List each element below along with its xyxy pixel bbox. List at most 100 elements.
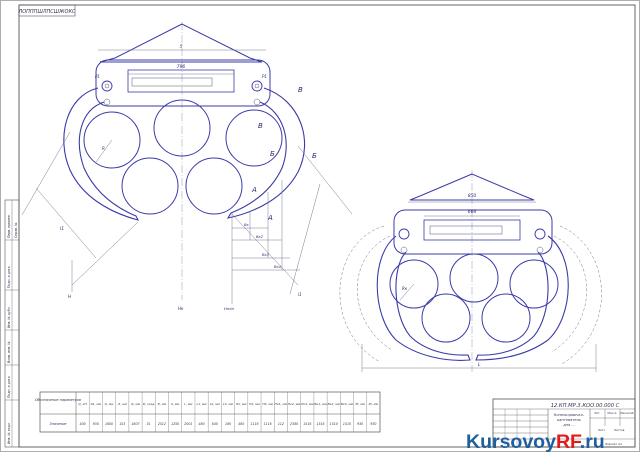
view1-dim-b3: Bк3 xyxy=(262,253,270,257)
table-header-cell: l1, мм xyxy=(118,402,128,406)
view1-dim-l1: l1 xyxy=(60,226,64,232)
view1-log-2 xyxy=(153,99,211,157)
title-block-sheets: Листов xyxy=(614,428,625,432)
view2-log-4 xyxy=(421,293,471,343)
strip-label-2: Справ. № xyxy=(14,222,18,238)
table-header-cell: Pt, мм xyxy=(369,402,379,406)
table-value-cell: 930 xyxy=(357,422,363,426)
table-header-cell: Q, мм xyxy=(105,402,115,406)
table-value-cell: 1600 xyxy=(105,422,113,426)
table-value-cell: 1250 xyxy=(171,422,179,426)
view2-swing-right-outer xyxy=(559,225,602,365)
table-value-cell: 930 xyxy=(370,422,376,426)
view2-swing-right-inner xyxy=(551,235,587,353)
view2-log-1 xyxy=(389,259,439,309)
strip-label-5: Взам. инв. № xyxy=(7,341,11,363)
view1-dim-l1b: l1 xyxy=(298,292,302,297)
view2-log-5 xyxy=(481,293,531,343)
title-line-2: кантователь xyxy=(557,418,581,422)
table-header-cell: L1, мм xyxy=(197,402,208,406)
view1-dim-b4: Bк4 xyxy=(274,265,282,269)
table-value-cell: 112 xyxy=(278,422,284,426)
view1-dim-radius: R xyxy=(102,146,105,151)
view2-cylinder-body xyxy=(429,225,503,235)
watermark-suffix: .ru xyxy=(580,431,605,452)
table-header-cell: Q, кН xyxy=(78,402,87,406)
table-header-cell: Pt, мм xyxy=(355,402,365,406)
title-line-1: Копеокорвичко- xyxy=(554,413,585,417)
table-row-label-1: Обозначение параметров xyxy=(35,398,81,402)
view2-cylinder-inner xyxy=(423,219,521,241)
table-header-cell: l2, мм xyxy=(131,402,141,406)
view1-diag-dim-right xyxy=(289,183,321,295)
table-header-cell: L, мм xyxy=(184,402,193,406)
view1-section-v2: В xyxy=(298,86,303,94)
table-header-cell: S, мм xyxy=(171,402,180,406)
table-header-cell: Bк2, мм xyxy=(328,402,341,406)
view2-dim-cyl: 664 xyxy=(468,209,477,215)
table-border xyxy=(39,391,381,433)
table-value-cell: 640 xyxy=(212,422,218,426)
view1-p1-left: P1 xyxy=(95,74,100,79)
table-header-cell: Hк2, мм xyxy=(288,402,301,406)
view1-pin-right-core xyxy=(254,83,260,89)
view1-cylinder-frame xyxy=(95,59,271,107)
view1-dim-h: H xyxy=(68,294,71,299)
view2-pin-right xyxy=(534,228,546,240)
view1-diag-ext-left-1 xyxy=(21,131,71,216)
table-value-cell: 51 xyxy=(147,422,151,426)
table-value-cell: 480 xyxy=(199,422,205,426)
table-value-cell: 1116 xyxy=(250,422,258,426)
table-header-cell: Hк3, мм xyxy=(301,402,314,406)
view-2: 850 664 Rк L xyxy=(339,170,602,372)
view1-section-a2: А xyxy=(267,214,273,222)
svg-text:KursovoyRF.ru: KursovoyRF.ru xyxy=(466,431,605,452)
view2-claw-right xyxy=(475,235,569,361)
view-1: 5 796 P1 P1 R l1 H xyxy=(21,22,353,311)
strip-label-7: Инв. № подл. xyxy=(7,422,11,444)
view1-dim-top: 5 xyxy=(180,44,183,50)
view2-pin-right-low xyxy=(536,246,544,254)
view1-claw-right xyxy=(226,87,306,219)
watermark-logo: KursovoyRF.ru xyxy=(466,431,605,452)
title-block-lit: Лит xyxy=(594,411,600,415)
table-header-cell: H2, мм xyxy=(249,402,260,406)
strip-label-4: Инв. № дубл. xyxy=(7,306,11,328)
view1-diag-ext-right-2 xyxy=(231,213,299,286)
table-value-cell: 480 xyxy=(238,422,244,426)
view1-section-v1: В xyxy=(258,122,263,130)
view1-claw-left xyxy=(63,87,140,221)
view2-dim-l: L xyxy=(478,362,481,368)
view1-cylinder-inner xyxy=(127,69,235,93)
view1-pin-left xyxy=(101,80,113,92)
view1-dim-b2: Bк2 xyxy=(256,235,264,239)
table-header-cell: H3, мм xyxy=(262,402,273,406)
view1-dim-b1: Bк xyxy=(244,223,249,227)
table-header-cell: B, мм xyxy=(158,402,167,406)
table-value-cell: 400 xyxy=(80,422,86,426)
table-header-cell: H1, мм xyxy=(236,402,247,406)
view1-dim-cyl: 796 xyxy=(177,64,186,70)
view2-swing-left-inner xyxy=(357,235,393,351)
view1-pin-right xyxy=(251,80,263,92)
table-value-cell: 1510 xyxy=(330,422,338,426)
table-value-cell: 153 xyxy=(119,422,125,426)
view1-cylinder-body xyxy=(131,77,213,87)
title-block: 12.КП.МР.3.КОО.00.000 С Копеокорвичко- к… xyxy=(492,398,636,448)
view2-hanger-triangle xyxy=(409,173,535,201)
view2-dim-radius: Rк xyxy=(402,286,408,291)
view1-hanger-triangle xyxy=(99,23,263,63)
view2-claw-left xyxy=(376,235,471,361)
left-strip: Перв. примен. Справ. № Подп. и дата Инв.… xyxy=(4,199,20,448)
table-value-cell: 1516 xyxy=(303,422,311,426)
table-value-cell: 1510 xyxy=(343,422,351,426)
table-value-cell: 2380 xyxy=(290,422,298,426)
table-header-cell: L2, мм xyxy=(210,402,221,406)
table-value-cell: 930 xyxy=(93,422,99,426)
view2-log-2 xyxy=(449,253,499,303)
view1-diag-ext-left-2 xyxy=(71,221,139,286)
table-value-cell: 2512 xyxy=(158,422,166,426)
view1-section-a1: А xyxy=(251,186,257,194)
strip-label-3: Подп. и дата xyxy=(7,266,11,288)
